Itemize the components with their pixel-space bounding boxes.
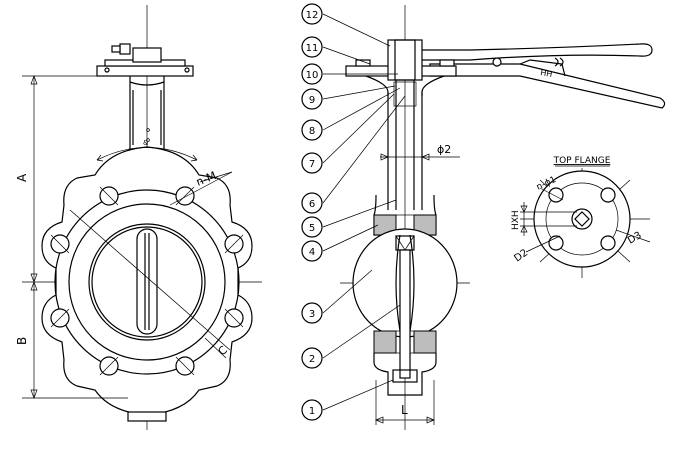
svg-text:1: 1 xyxy=(309,406,315,417)
callout-2: 2 xyxy=(301,347,323,369)
top-flange-bolt-hole xyxy=(600,187,616,203)
front-view: & xyxy=(15,5,262,430)
callout-7: 7 xyxy=(301,152,323,174)
dimension-b-label: B xyxy=(15,337,29,345)
svg-text:8: 8 xyxy=(309,126,315,137)
svg-text:12: 12 xyxy=(306,10,319,21)
dimension-a-b xyxy=(22,75,128,399)
front-neck: & xyxy=(129,76,165,150)
callout-balloons: 12 11 10 9 8 7 xyxy=(301,3,323,421)
svg-text:9: 9 xyxy=(309,95,315,106)
hxh-label: HXH xyxy=(511,210,521,230)
callout-4: 4 xyxy=(301,240,323,262)
top-flange-bolt-hole xyxy=(548,187,564,203)
callout-3: 3 xyxy=(301,302,323,324)
svg-text:2: 2 xyxy=(309,354,315,365)
svg-text:HH: HH xyxy=(540,68,553,79)
d2-label: D2 xyxy=(512,247,530,264)
front-bolt-holes xyxy=(50,186,244,376)
svg-text:&: & xyxy=(143,139,149,147)
callout-12: 12 xyxy=(301,3,323,25)
svg-text:7: 7 xyxy=(309,159,315,170)
front-diagonal-line xyxy=(69,209,231,351)
svg-text:6: 6 xyxy=(309,199,315,210)
svg-text:3: 3 xyxy=(309,309,315,320)
svg-text:4: 4 xyxy=(309,247,315,258)
front-operator xyxy=(96,43,194,77)
side-neck: ϕ2 xyxy=(380,80,460,210)
side-view: HH ϕ2 xyxy=(301,3,666,430)
callout-9: 9 xyxy=(301,88,323,110)
svg-text:10: 10 xyxy=(306,70,319,81)
top-flange-square-drive xyxy=(574,211,590,227)
callout-11: 11 xyxy=(301,36,323,58)
side-body xyxy=(352,194,458,396)
side-handle: HH xyxy=(394,40,666,109)
top-flange-title: TOP FLANGE xyxy=(553,156,611,166)
callout-6: 6 xyxy=(301,192,323,214)
callout-5: 5 xyxy=(301,216,323,238)
svg-text:5: 5 xyxy=(309,223,315,234)
callout-1: 1 xyxy=(301,399,323,421)
top-flange-detail: TOP FLANGE HXH n-ϕ1 D2 D3 xyxy=(511,156,651,278)
phi2-label: ϕ2 xyxy=(437,143,451,156)
callout-8: 8 xyxy=(301,119,323,141)
dimension-a-label: A xyxy=(15,173,29,182)
front-disc xyxy=(136,228,158,335)
callout-10: 10 xyxy=(301,63,323,85)
svg-text:11: 11 xyxy=(306,43,319,54)
dimension-l-label: L xyxy=(401,403,408,417)
top-flange-bolt-hole xyxy=(600,235,616,251)
side-top-flange xyxy=(345,39,457,96)
callout-leaders xyxy=(322,13,406,411)
